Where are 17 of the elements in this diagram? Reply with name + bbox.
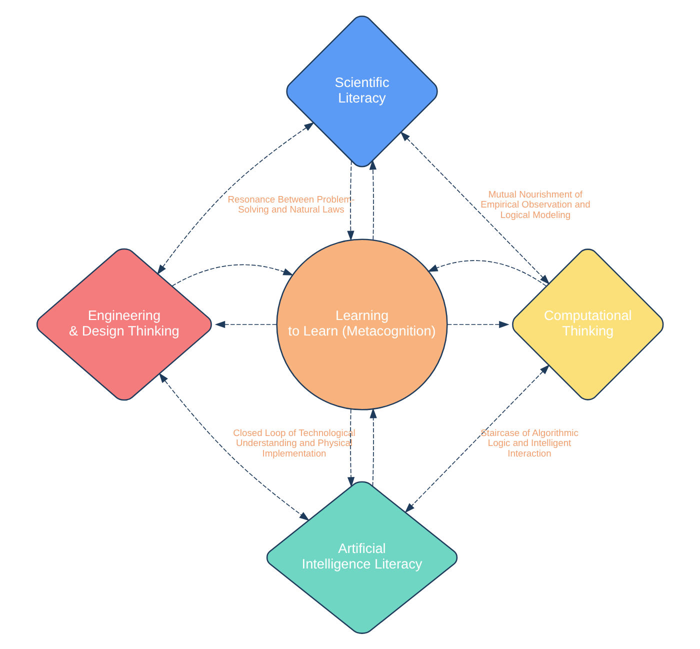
- arrow: [347, 160, 354, 242]
- arrow: [446, 320, 510, 328]
- edge-label: Staircase of Algorithmic Logic and Intelligent Interaction: [480, 428, 578, 458]
- node-circle: Learning to Learn (Metacognition): [276, 238, 448, 410]
- arrow: [370, 408, 377, 487]
- arrow: [369, 159, 377, 240]
- edge-label: Closed Loop of Technological Understanding and Physical Implementation: [233, 428, 356, 458]
- arrow: [172, 264, 294, 286]
- edge-label: Resonance Between Problem-Solving and Natural Laws: [228, 194, 355, 215]
- arrow: [400, 131, 550, 285]
- edge-label: Mutual Nourishment of Empirical Observation and Logical Modeling: [480, 189, 590, 220]
- arrow: [214, 320, 277, 328]
- arrow: [347, 408, 355, 488]
- arrow: [158, 372, 310, 521]
- arrow: [404, 364, 550, 513]
- arrow: [427, 260, 547, 286]
- arrow: [156, 122, 314, 275]
